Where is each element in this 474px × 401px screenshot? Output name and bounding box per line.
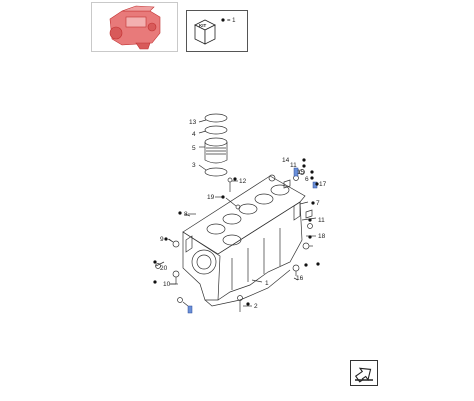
callout-4: 4 bbox=[192, 131, 196, 138]
callout-6: 6 bbox=[305, 176, 309, 183]
kit-label: KIT bbox=[199, 23, 207, 28]
kit-legend: KIT = 1 bbox=[186, 10, 248, 52]
callout-9: 9 bbox=[160, 236, 164, 243]
kit-dots bbox=[153, 158, 320, 306]
engine-thumbnail[interactable] bbox=[91, 2, 178, 52]
callout-11-top: 11 bbox=[290, 162, 297, 169]
return-arrow-icon bbox=[354, 367, 373, 383]
callout-11-mid: 11 bbox=[318, 217, 325, 224]
dot-icon bbox=[221, 18, 225, 22]
callout-7: 7 bbox=[316, 200, 320, 207]
upper-right-small-parts bbox=[268, 169, 305, 189]
callout-3: 3 bbox=[192, 162, 196, 169]
callout-1: 1 bbox=[265, 280, 269, 287]
callout-18: 18 bbox=[318, 233, 326, 240]
callout-10: 10 bbox=[163, 281, 171, 288]
callout-16: 16 bbox=[296, 275, 304, 282]
engine-thumbnail-image bbox=[109, 5, 161, 50]
return-arrow-button[interactable] bbox=[350, 360, 378, 386]
kit-cube-icon bbox=[194, 19, 216, 45]
callout-2: 2 bbox=[254, 303, 258, 310]
callout-8: 8 bbox=[184, 211, 188, 218]
callout-20: 20 bbox=[160, 265, 168, 272]
callout-13: 13 bbox=[189, 119, 197, 126]
callout-5: 5 bbox=[192, 145, 196, 152]
engine-block bbox=[182, 175, 306, 307]
bolt-12 bbox=[227, 177, 233, 192]
cylinder-liner-group bbox=[204, 113, 228, 177]
callout-15: 15 bbox=[297, 169, 305, 176]
callout-17: 17 bbox=[319, 181, 327, 188]
callout-12: 12 bbox=[239, 178, 247, 185]
callout-14: 14 bbox=[282, 157, 290, 164]
kit-equals-text: = 1 bbox=[227, 18, 236, 24]
callout-19: 19 bbox=[207, 194, 215, 201]
blue-highlight-parts bbox=[187, 167, 318, 314]
